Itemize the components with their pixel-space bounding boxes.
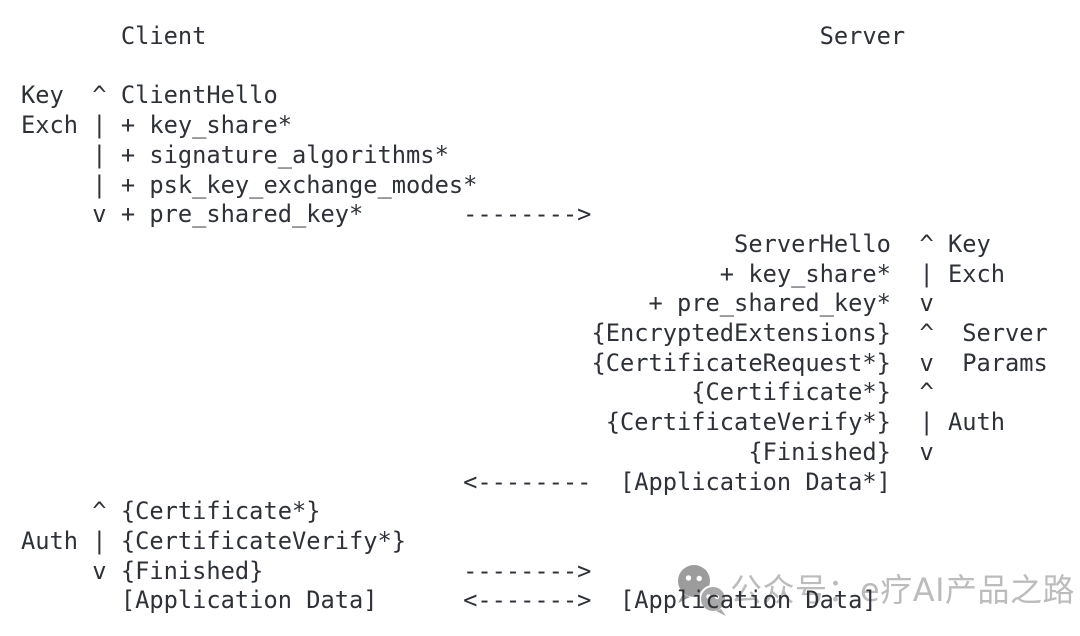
- tls13-handshake-diagram: Client Server Key ^ ClientHello Exch | +…: [21, 22, 1048, 615]
